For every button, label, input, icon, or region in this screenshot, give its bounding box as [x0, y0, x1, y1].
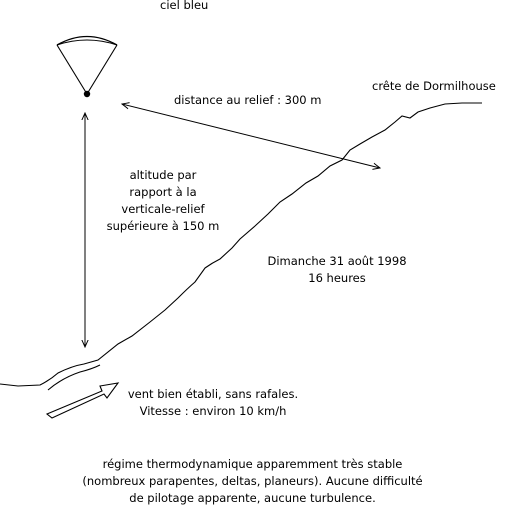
wind-line-2: Vitesse : environ 10 km/h — [139, 404, 287, 418]
date-label: Dimanche 31 août 1998 16 heures — [252, 253, 422, 287]
wind-label: vent bien établi, sans rafales. Vitesse … — [110, 386, 316, 420]
altitude-line-1: altitude par — [129, 168, 197, 182]
terrain-ledge — [47, 364, 101, 391]
ridge-label: crête de Dormilhouse — [372, 79, 496, 93]
altitude-line-3: verticale-relief — [121, 202, 205, 216]
terrain-profile — [0, 102, 482, 387]
regime-line-3: de pilotage apparente, aucune turbulence… — [129, 491, 376, 505]
regime-line-2: (nombreux parapentes, deltas, planeurs).… — [82, 474, 423, 488]
paraglider-icon — [56, 35, 118, 98]
date-line-1: Dimanche 31 août 1998 — [267, 254, 407, 268]
altitude-label: altitude par rapport à la verticale-reli… — [101, 167, 225, 235]
distance-arrow — [122, 104, 380, 168]
date-line-2: 16 heures — [308, 271, 366, 285]
altitude-line-4: supérieure à 150 m — [106, 219, 220, 233]
wind-line-1: vent bien établi, sans rafales. — [127, 387, 299, 401]
altitude-line-2: rapport à la — [129, 185, 197, 199]
sky-label: ciel bleu — [160, 0, 209, 12]
wind-arrow-icon — [45, 382, 120, 419]
distance-label: distance au relief : 300 m — [174, 93, 322, 107]
regime-line-1: régime thermodynamique apparemment très … — [102, 457, 403, 471]
regime-label: régime thermodynamique apparemment très … — [0, 456, 505, 507]
